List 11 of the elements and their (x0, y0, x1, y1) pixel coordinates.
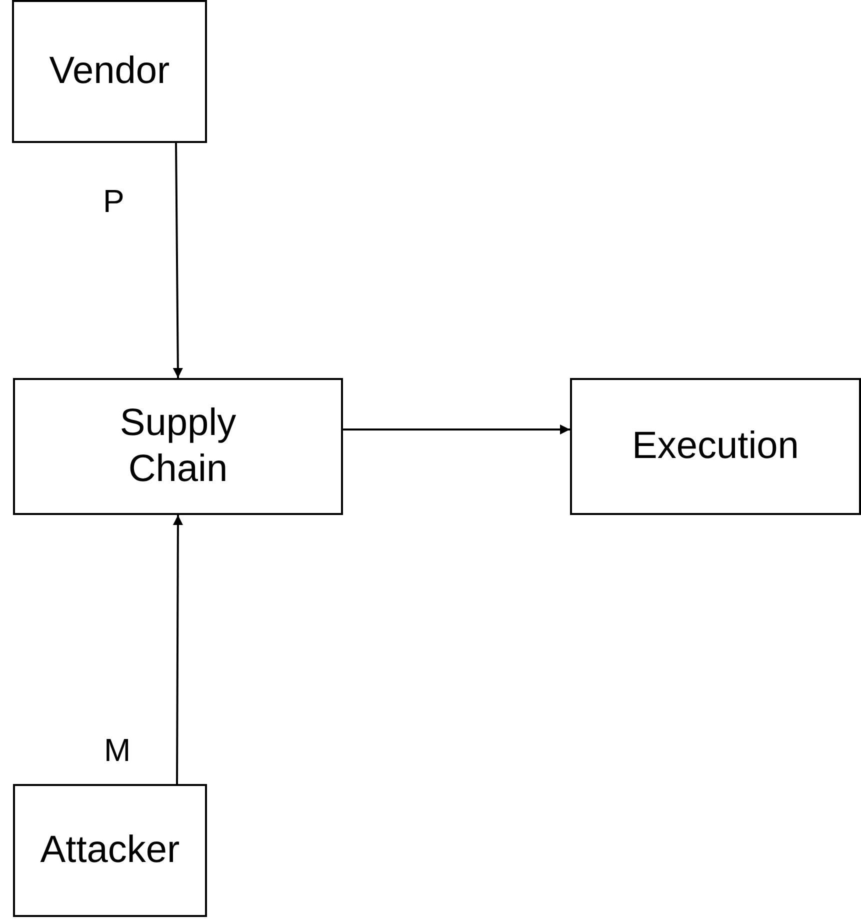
process-box (12, 0, 207, 143)
node-label: Supply Chain (118, 400, 238, 492)
process-box (13, 784, 207, 917)
arrow (343, 424, 570, 434)
node-label: Execution (632, 424, 799, 469)
arrow (172, 143, 183, 378)
arrow (172, 515, 183, 784)
node-label: Attacker (40, 828, 180, 873)
process-box (13, 378, 343, 515)
process-box (570, 378, 861, 515)
node-label: Vendor (49, 48, 170, 94)
